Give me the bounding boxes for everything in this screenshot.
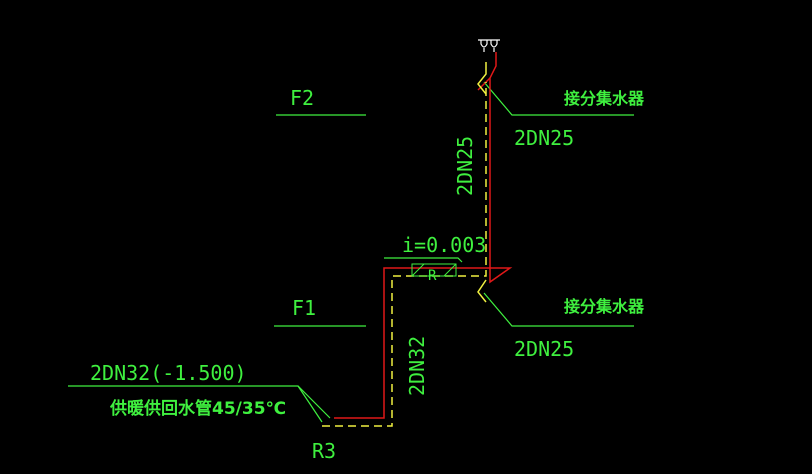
return-pipe-bend: [477, 62, 487, 95]
main-pipe-size-label: 2DN32(-1.500): [90, 361, 247, 385]
supply-pipe: [334, 52, 513, 419]
r3-label: R3: [312, 439, 336, 463]
manifold-top-label: 接分集水器: [564, 89, 645, 108]
slope-indicator-line: [384, 257, 463, 263]
supply-branch-top: [477, 77, 491, 91]
floor-2-label: F2: [290, 86, 314, 110]
r-marker-slash-1: [411, 263, 425, 277]
r-marker-box: [411, 263, 457, 277]
branch-top-size: 2DN25: [514, 126, 574, 150]
slope-label: i=0.003: [402, 233, 486, 257]
riser-lower-size-label: 2DN32: [405, 336, 429, 396]
r-marker-label: R: [428, 268, 437, 284]
main-pipe-desc-label: 供暖供回水管45/35℃: [109, 398, 286, 419]
manifold-top-leader: [483, 81, 634, 116]
manifold-bottom-leader: [483, 292, 634, 327]
main-pipe-leader-2: [297, 385, 323, 423]
riser-size-label: 2DN25: [453, 136, 477, 196]
manifold-bottom-label: 接分集水器: [564, 297, 645, 316]
return-pipe-bend-lower: [477, 279, 487, 303]
r-marker-slash-2: [443, 263, 457, 277]
branch-bottom-size: 2DN25: [514, 337, 574, 361]
return-pipe: [322, 82, 487, 427]
double-valve-icon: [478, 39, 500, 52]
floor-1-label: F1: [292, 296, 316, 320]
